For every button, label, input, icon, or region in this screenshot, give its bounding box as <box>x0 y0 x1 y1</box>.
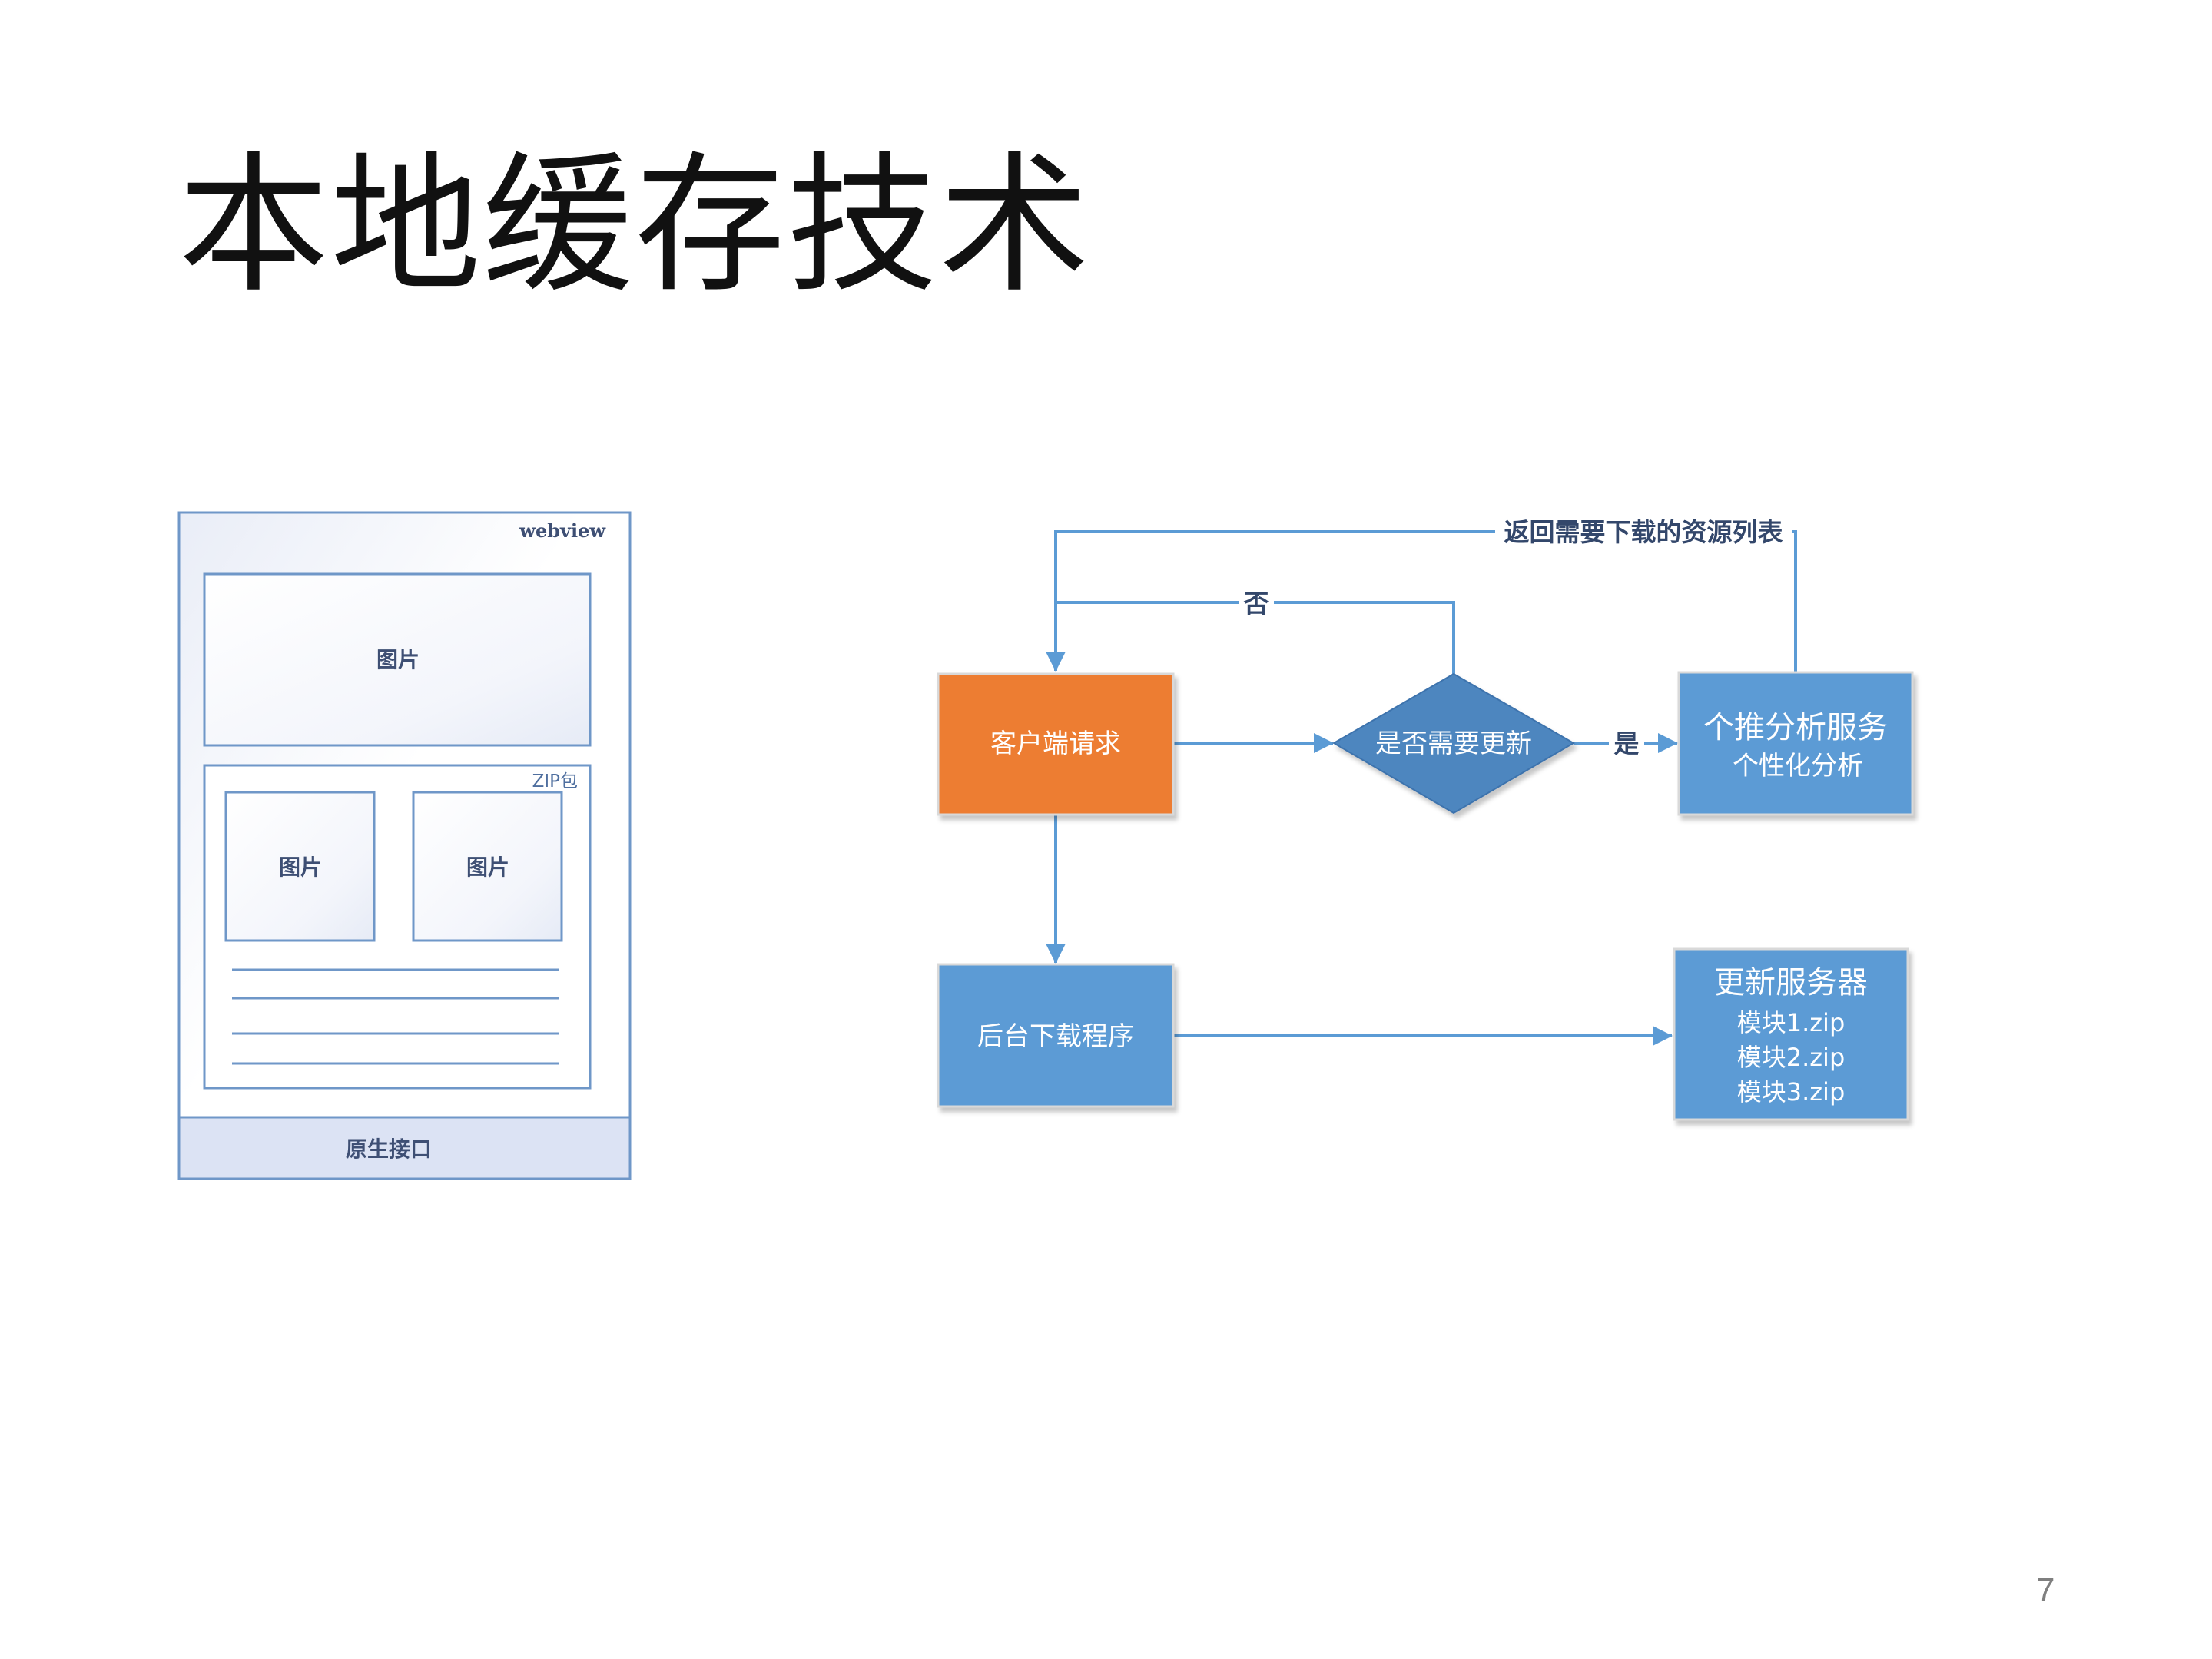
edge-return-list-label-bg <box>1495 515 1792 549</box>
text-lines <box>232 968 559 1065</box>
native-interface-label: 原生接口 <box>346 1136 432 1162</box>
right-image-label: 图片 <box>466 854 509 880</box>
push-service-title: 个推分析服务 <box>1703 710 1888 745</box>
left-image-box <box>224 791 376 942</box>
edge-return-list-label: 返回需要下载的资源列表 <box>1504 517 1783 547</box>
webview-mockup: webview 图片 ZIP包 图片 图片 原生接口 <box>177 511 632 1180</box>
native-interface-bar <box>177 1116 632 1180</box>
update-server-node <box>1673 947 1909 1121</box>
zip-package-label: ZIP包 <box>532 771 578 791</box>
client-request-node <box>937 672 1175 816</box>
push-service-node <box>1677 671 1914 816</box>
decision-diamond <box>1332 672 1575 815</box>
top-image-label: 图片 <box>376 647 420 672</box>
background-download-node <box>937 963 1175 1108</box>
update-server-file: 模块3.zip <box>1737 1077 1846 1107</box>
top-image-box <box>203 572 592 747</box>
flowchart: 返回需要下载的资源列表 否 是 客户端请求 是否需要更新 个推分析服务 个性化分… <box>937 515 1914 1121</box>
update-server-title: 更新服务器 <box>1714 965 1868 1000</box>
push-service-subtitle: 个性化分析 <box>1733 751 1863 781</box>
page-number: 7 <box>2036 1571 2055 1609</box>
client-request-label: 客户端请求 <box>990 728 1121 759</box>
edge-no-label-bg <box>1239 587 1274 619</box>
slide-title: 本地缓存技术 <box>178 138 1092 314</box>
update-server-file: 模块2.zip <box>1737 1043 1846 1072</box>
right-image-box <box>412 791 563 942</box>
decision-label: 是否需要更新 <box>1375 728 1532 759</box>
update-server-file: 模块1.zip <box>1737 1008 1846 1037</box>
webview-label: webview <box>519 519 606 542</box>
left-image-label: 图片 <box>279 854 322 880</box>
edge-no-label: 否 <box>1244 589 1269 619</box>
edge-yes-label-bg <box>1609 727 1644 759</box>
edge-yes-label: 是 <box>1614 728 1640 758</box>
edge-no <box>1056 601 1455 674</box>
background-download-label: 后台下载程序 <box>977 1021 1134 1052</box>
